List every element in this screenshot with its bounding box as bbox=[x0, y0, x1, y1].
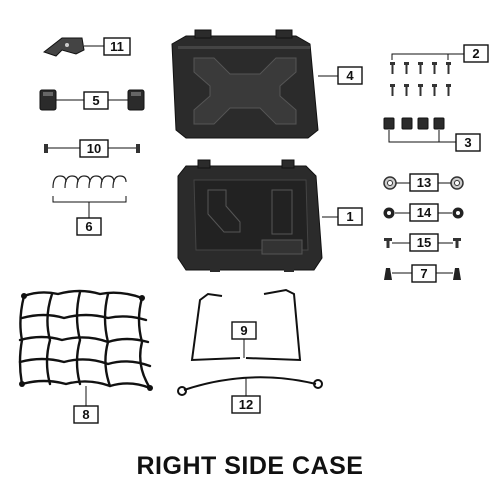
callout-13-label: 13 bbox=[417, 175, 431, 190]
callout-6: 6 bbox=[76, 217, 102, 236]
callout-7-label: 7 bbox=[420, 266, 427, 281]
callout-10-label: 10 bbox=[87, 141, 101, 156]
callout-13: 13 bbox=[409, 173, 439, 192]
callout-5-label: 5 bbox=[92, 93, 99, 108]
part-6-hooks bbox=[52, 175, 127, 189]
callout-4: 4 bbox=[337, 66, 363, 85]
callout-1-label: 1 bbox=[346, 209, 353, 224]
diagram-title: RIGHT SIDE CASE bbox=[136, 452, 364, 480]
callout-4-label: 4 bbox=[346, 68, 354, 83]
callout-14: 14 bbox=[409, 203, 439, 222]
part-2-screws bbox=[390, 62, 451, 96]
callout-12-label: 12 bbox=[239, 397, 253, 412]
leader-2 bbox=[391, 53, 464, 60]
callout-15-label: 15 bbox=[417, 235, 431, 250]
leader-3 bbox=[388, 130, 456, 143]
part-8-cargo-net bbox=[18, 289, 152, 390]
part-12-tether-cable bbox=[177, 376, 323, 396]
callout-11: 11 bbox=[103, 37, 131, 56]
part-9-wire-frame bbox=[190, 288, 302, 362]
part-5-clips bbox=[39, 89, 145, 111]
part-13-grommets bbox=[383, 176, 464, 190]
callout-2-label: 2 bbox=[472, 46, 479, 61]
callout-7: 7 bbox=[411, 264, 437, 283]
part-11-bracket bbox=[42, 37, 85, 57]
callout-8-label: 8 bbox=[82, 407, 89, 422]
callout-9: 9 bbox=[231, 321, 257, 340]
callout-2: 2 bbox=[463, 44, 489, 63]
part-14-washers bbox=[383, 207, 464, 219]
part-8-net-hooks bbox=[19, 293, 153, 391]
callout-9-label: 9 bbox=[240, 323, 247, 338]
callout-3-label: 3 bbox=[464, 135, 471, 150]
callout-11-label: 11 bbox=[110, 39, 124, 54]
callout-6-label: 6 bbox=[85, 219, 92, 234]
callout-10: 10 bbox=[79, 139, 109, 158]
callout-15: 15 bbox=[409, 233, 439, 252]
part-4-lid bbox=[171, 29, 319, 139]
callout-8: 8 bbox=[73, 405, 99, 424]
part-1-base bbox=[177, 159, 323, 272]
callout-12: 12 bbox=[231, 395, 261, 414]
part-3-clips bbox=[383, 117, 445, 130]
part-10-pin bbox=[44, 144, 140, 153]
callout-1: 1 bbox=[337, 207, 363, 226]
leader-6 bbox=[52, 196, 127, 218]
part-15-bolts bbox=[384, 238, 461, 248]
part-7-caps bbox=[384, 268, 461, 280]
callout-3: 3 bbox=[455, 133, 481, 152]
callout-5: 5 bbox=[83, 91, 109, 110]
callout-14-label: 14 bbox=[417, 205, 432, 220]
